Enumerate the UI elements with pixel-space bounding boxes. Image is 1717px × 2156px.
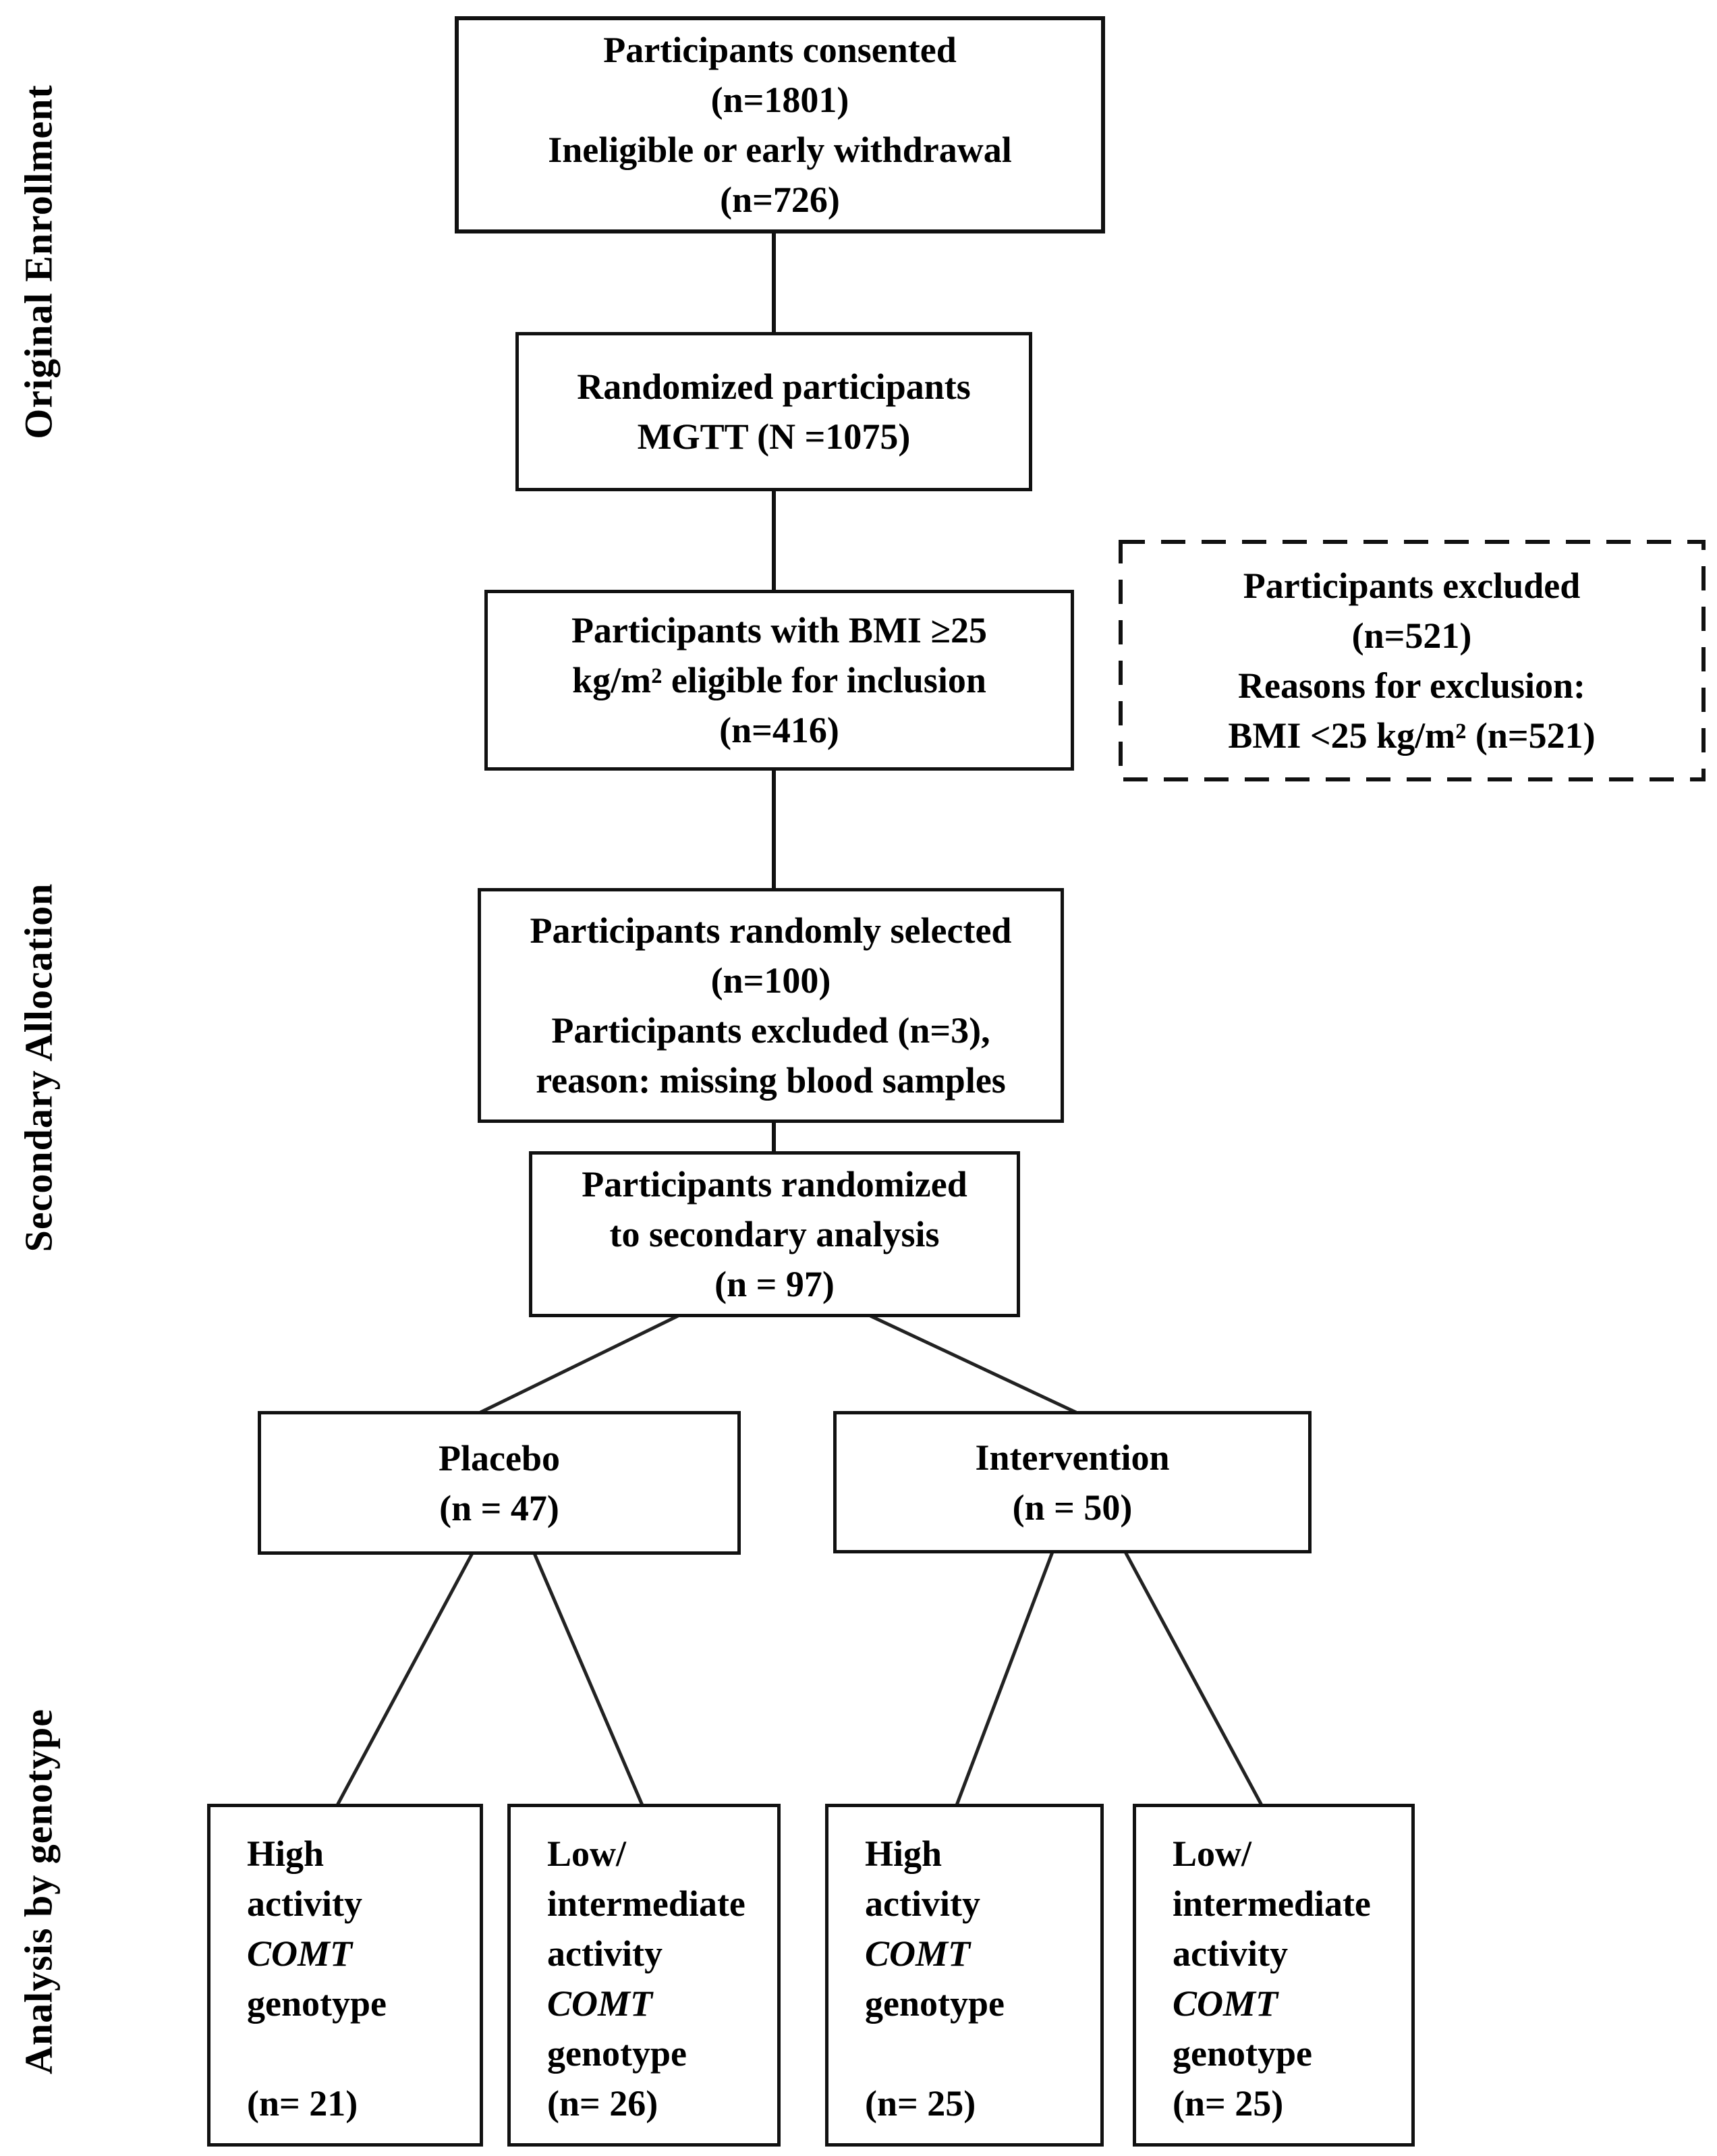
connector-secondary-intervention: [869, 1314, 1077, 1414]
box-text-line: to secondary analysis: [609, 1214, 940, 1254]
box-text-line: activity: [547, 1933, 663, 1974]
box-text-line: (n= 25): [865, 2083, 976, 2124]
box-placebo-low-comt: Low/ intermediate activity COMT genotype…: [507, 1804, 781, 2147]
box-text-line: genotype: [1173, 2033, 1312, 2074]
section-label-original-enrollment: Original Enrollment: [16, 84, 61, 439]
connector-intervention-high: [955, 1551, 1054, 1806]
box-text-line: Placebo: [439, 1437, 560, 1478]
box-text-line: Participants excluded: [1243, 565, 1581, 606]
connector-placebo-high: [335, 1552, 474, 1806]
box-text-line: genotype: [547, 2033, 687, 2074]
box-text-line-comt: COMT: [547, 1983, 653, 2024]
box-text-line: Participants excluded (n=3),: [551, 1010, 990, 1051]
box-text-line: Reasons for exclusion:: [1237, 665, 1585, 706]
box-bmi-eligible: Participants with BMI ≥25 kg/m² eligible…: [484, 590, 1074, 771]
box-text-line: (n=1801): [710, 80, 849, 120]
box-text-line: activity: [1173, 1933, 1288, 1974]
box-intervention: Intervention (n = 50): [833, 1411, 1312, 1553]
box-placebo-high-comt: High activity COMT genotype (n= 21): [207, 1804, 483, 2147]
box-text-line: kg/m² eligible for inclusion: [572, 660, 986, 700]
box-text-line: Participants randomized: [582, 1164, 967, 1205]
section-label-analysis-by-genotype: Analysis by genotype: [16, 1708, 61, 2075]
box-text-line: Randomized participants: [577, 366, 971, 407]
connector-placebo-low: [532, 1553, 644, 1806]
connector-secondary-placebo: [479, 1314, 679, 1414]
box-text-line-comt: COMT: [247, 1933, 353, 1974]
box-text-line: (n = 50): [1012, 1487, 1133, 1528]
box-text-line: genotype: [247, 1983, 387, 2024]
box-text-line: Low/: [547, 1833, 627, 1874]
box-text-line: (n=100): [710, 960, 831, 1001]
box-text-line: activity: [247, 1883, 362, 1924]
box-intervention-high-comt: High activity COMT genotype (n= 25): [825, 1804, 1104, 2147]
box-placebo: Placebo (n = 47): [258, 1411, 741, 1555]
box-text-line: High: [247, 1833, 325, 1874]
box-text-line: (n = 47): [439, 1487, 559, 1528]
box-text-line: Participants with BMI ≥25: [571, 610, 988, 651]
box-randomly-selected: Participants randomly selected (n=100) P…: [478, 888, 1064, 1123]
box-text-line: (n= 25): [1173, 2083, 1284, 2124]
box-secondary-analysis: Participants randomized to secondary ana…: [529, 1151, 1020, 1317]
section-label-secondary-allocation: Secondary Allocation: [16, 883, 61, 1252]
box-text-line: High: [865, 1833, 942, 1874]
box-text-line: (n=416): [719, 710, 839, 750]
box-text-line: Participants consented: [603, 30, 957, 70]
box-text-line: reason: missing blood samples: [536, 1060, 1006, 1101]
box-participants-consented: Participants consented (n=1801) Ineligib…: [455, 16, 1105, 233]
box-text-line: Intervention: [975, 1437, 1170, 1478]
box-text-line: (n= 26): [547, 2083, 658, 2124]
box-text-line: activity: [865, 1883, 980, 1924]
box-text-line: intermediate: [1173, 1883, 1371, 1924]
box-text-line: (n=726): [720, 179, 840, 220]
box-text-line: (n=521): [1351, 615, 1472, 656]
box-text-line: BMI <25 kg/m² (n=521): [1228, 715, 1596, 756]
box-text-line: genotype: [865, 1983, 1005, 2024]
box-intervention-low-comt: Low/ intermediate activity COMT genotype…: [1133, 1804, 1415, 2147]
box-text-line: Participants randomly selected: [530, 910, 1012, 951]
box-randomized-participants: Randomized participants MGTT (N =1075): [515, 332, 1032, 491]
box-text-line: (n = 97): [714, 1264, 835, 1304]
box-participants-excluded: Participants excluded (n=521) Reasons fo…: [1119, 540, 1705, 781]
box-text-line: Low/: [1173, 1833, 1252, 1874]
box-text-line-comt: COMT: [865, 1933, 971, 1974]
box-text-line-comt: COMT: [1173, 1983, 1278, 2024]
box-text-line: (n= 21): [247, 2083, 358, 2124]
connector-intervention-low: [1123, 1551, 1264, 1806]
excluded-box-border: [1119, 540, 1706, 781]
box-text-line: Ineligible or early withdrawal: [548, 130, 1012, 170]
box-text-line: intermediate: [547, 1883, 745, 1924]
box-text-line: MGTT (N =1075): [637, 416, 911, 457]
